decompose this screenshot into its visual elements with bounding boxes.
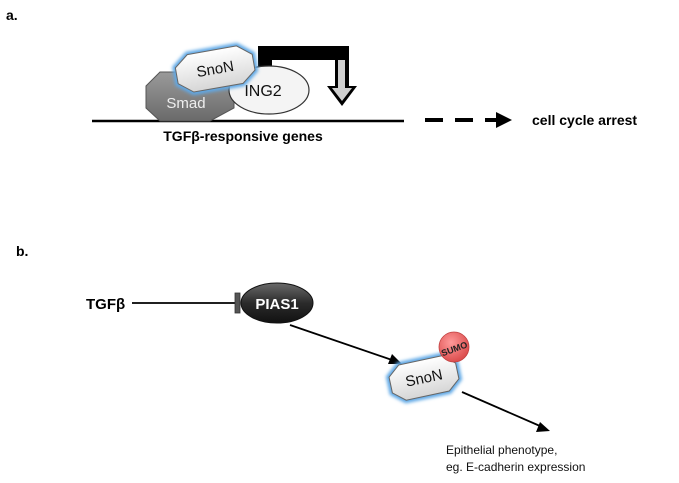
panel-a-label: a.	[6, 7, 18, 23]
snon-protein-a: SnoN	[172, 42, 259, 96]
ing2-label: ING2	[244, 83, 281, 100]
tgfb-label: TGFβ	[86, 296, 125, 313]
transcription-arrow	[258, 46, 357, 106]
snon-label-a: SnoN	[195, 58, 235, 81]
snon-protein-b: SnoN	[385, 352, 463, 404]
pias1-label: PIAS1	[255, 296, 298, 313]
inhibition-line	[132, 292, 241, 314]
genes-label: TGFβ-responsive genes	[163, 128, 323, 144]
pias1-protein: PIAS1	[240, 282, 314, 324]
cell-cycle-arrest-label: cell cycle arrest	[532, 112, 637, 128]
dashed-arrow	[425, 112, 512, 128]
sumo-protein: SUMO	[438, 331, 470, 363]
arrow-pias1-to-snon	[289, 324, 402, 364]
arrow-snon-to-outcome	[461, 391, 550, 432]
outcome-line-2: eg. E-cadherin expression	[446, 460, 585, 474]
panel-b-label: b.	[16, 243, 28, 259]
smad-label: Smad	[166, 95, 205, 112]
outcome-line-1: Epithelial phenotype,	[446, 443, 557, 457]
